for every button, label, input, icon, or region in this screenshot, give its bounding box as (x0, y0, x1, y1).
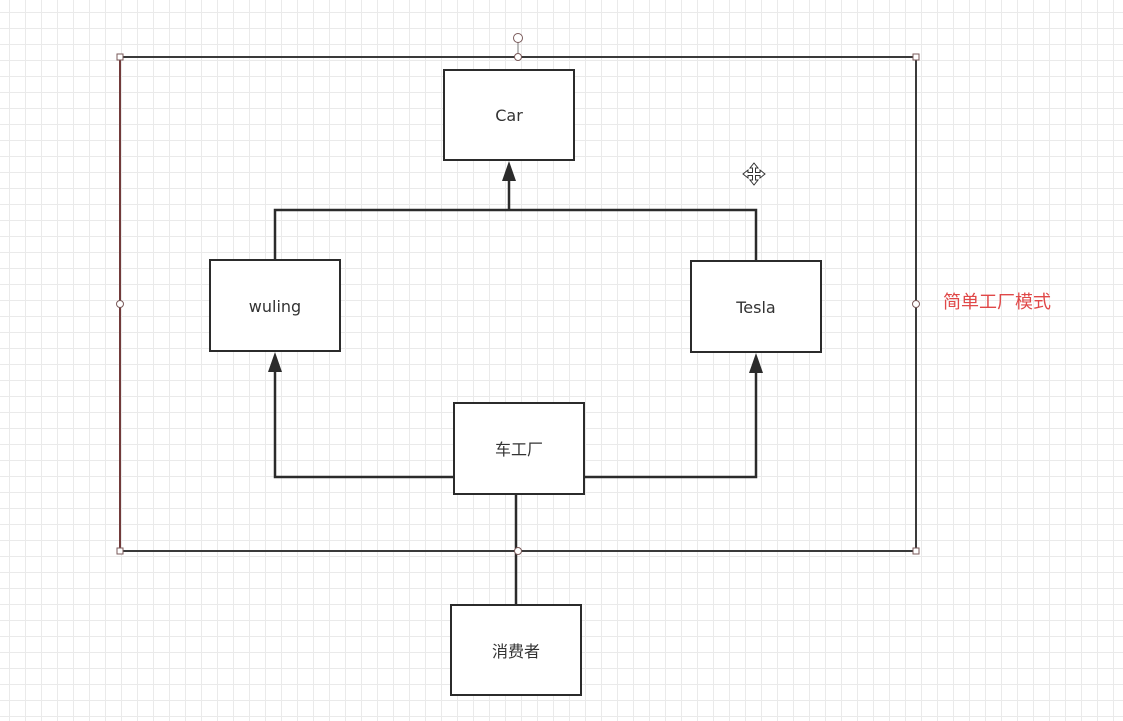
move-cursor-icon (742, 162, 766, 186)
node-wuling-label: wuling (249, 297, 301, 316)
node-wuling-box (209, 259, 341, 352)
node-tesla-label: Tesla (735, 298, 775, 317)
connector-factory-to-wuling (273, 370, 453, 479)
node-car[interactable]: Car (443, 69, 575, 161)
arrow-to-car-icon (502, 161, 516, 181)
node-consumer[interactable]: 消费者 (450, 604, 582, 696)
resize-handle-left[interactable] (116, 300, 124, 308)
node-factory[interactable]: 车工厂 (453, 402, 585, 495)
connector-products-branch (273, 208, 758, 260)
resize-handle-top-left[interactable] (116, 53, 124, 61)
resize-handle-top[interactable] (514, 53, 522, 61)
node-car-box (443, 69, 575, 161)
node-tesla-box (690, 260, 822, 353)
resize-handle-top-right[interactable] (912, 53, 920, 61)
node-consumer-label: 消费者 (492, 642, 540, 661)
resize-handle-bottom-right[interactable] (912, 547, 920, 555)
node-wuling[interactable]: wuling (209, 259, 341, 352)
resize-handle-right[interactable] (912, 300, 920, 308)
arrow-to-tesla-icon (749, 353, 763, 373)
arrow-to-wuling-icon (268, 352, 282, 372)
rotate-handle[interactable] (513, 33, 523, 43)
node-car-label: Car (495, 106, 523, 125)
node-factory-label: 车工厂 (495, 440, 543, 459)
resize-handle-bottom-left[interactable] (116, 547, 124, 555)
diagram-caption: 简单工厂模式 (943, 292, 1051, 313)
node-tesla[interactable]: Tesla (690, 260, 822, 353)
node-consumer-box (450, 604, 582, 696)
node-factory-box (453, 402, 585, 495)
resize-handle-bottom[interactable] (514, 547, 522, 555)
connector-factory-to-tesla (584, 371, 758, 479)
